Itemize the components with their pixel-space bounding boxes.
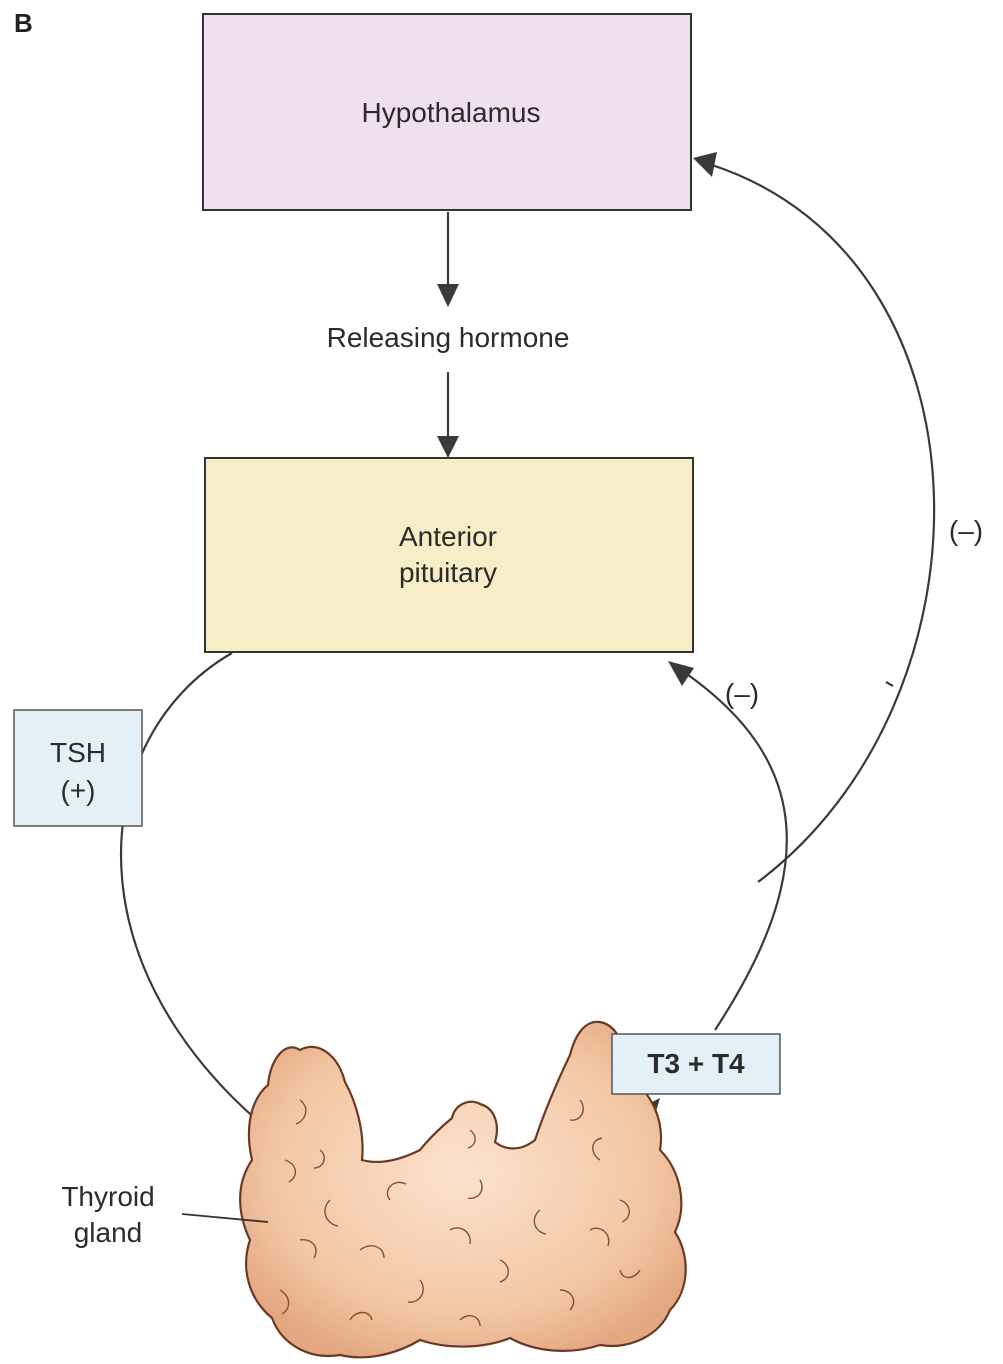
hypothalamus-label: Hypothalamus bbox=[362, 97, 541, 128]
tsh-label-line1: TSH bbox=[50, 737, 106, 768]
tsh-node: TSH (+) bbox=[14, 710, 142, 826]
tsh-box bbox=[14, 710, 142, 826]
anterior-pituitary-box bbox=[205, 458, 693, 652]
hypothalamus-node: Hypothalamus bbox=[203, 14, 691, 210]
anterior-pituitary-label-line2: pituitary bbox=[399, 557, 497, 588]
arrow-feedback-to-hypothalamus bbox=[693, 152, 934, 882]
thyroid-label-line2: gland bbox=[74, 1217, 143, 1248]
t3t4-label: T3 + T4 bbox=[647, 1048, 745, 1079]
arrow-t3t4-to-pituitary bbox=[668, 661, 787, 1030]
anterior-pituitary-node: Anterior pituitary bbox=[205, 458, 693, 652]
arrow-releasing-hormone-to-pituitary bbox=[437, 372, 459, 458]
releasing-hormone-label: Releasing hormone bbox=[327, 322, 570, 353]
panel-label: B bbox=[14, 8, 33, 38]
feedback-pituitary-label: (–) bbox=[725, 678, 759, 709]
arrow-hypothalamus-to-releasing-hormone bbox=[437, 212, 459, 307]
anterior-pituitary-label-line1: Anterior bbox=[399, 521, 497, 552]
tsh-label-line2: (+) bbox=[61, 775, 96, 806]
feedback-hypothalamus-label: (–) bbox=[949, 515, 983, 546]
t3t4-node: T3 + T4 bbox=[612, 1034, 780, 1094]
thyroid-label-line1: Thyroid bbox=[61, 1181, 154, 1212]
